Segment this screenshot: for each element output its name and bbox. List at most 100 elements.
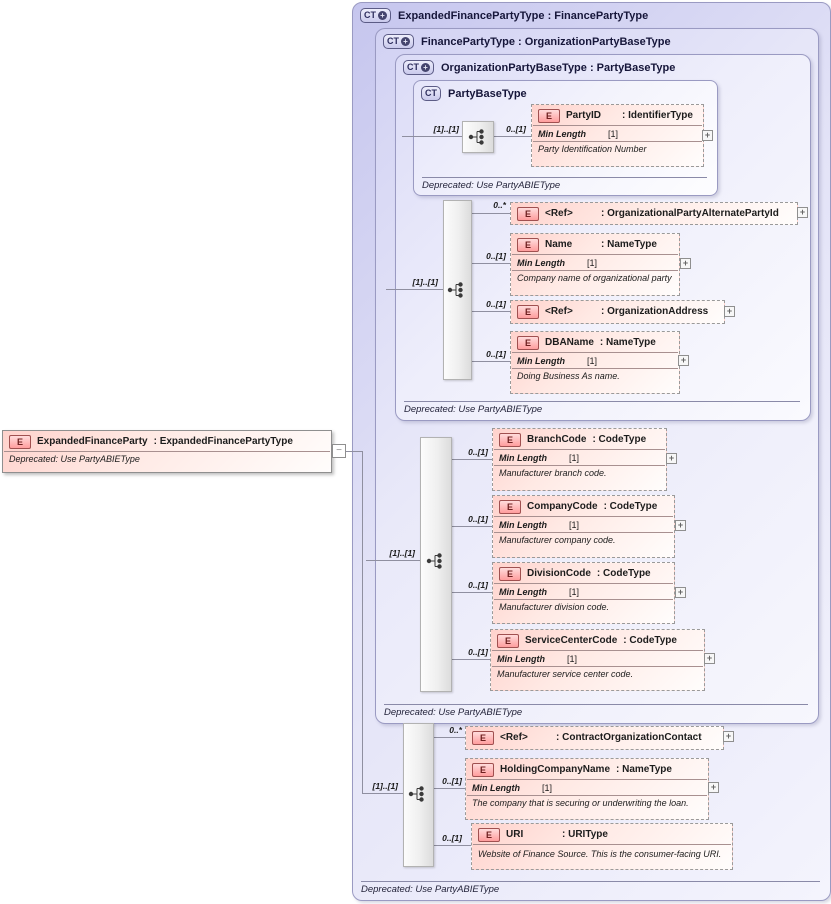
separator [494,583,673,584]
element-name: PartyID [566,110,602,121]
deprecated-note-text: Deprecated: Use PartyABIEType [384,707,523,718]
element-icon: E [517,335,539,350]
facet-value: [1] [587,257,598,268]
cardinality-label: 0..[1] [486,349,506,359]
element-type: : OrganizationalPartyAlternatePartyId [601,208,779,219]
connector-line [432,788,465,789]
expand-button[interactable]: + [797,207,808,218]
element-box-servicecentercode[interactable]: E ServiceCenterCode : CodeType Min Lengt… [490,629,705,691]
element-box-holdingcompanyname[interactable]: E HoldingCompanyName : NameType Min Leng… [465,758,709,820]
sequence-icon [468,129,484,145]
facet-row: Min Length [1] [491,651,704,666]
expand-button[interactable]: + [678,355,689,366]
expand-button[interactable]: + [704,653,715,664]
element-header: E BranchCode : CodeType [493,429,666,449]
complextype-title: PartyBaseType [448,87,527,100]
element-box-partyid[interactable]: E PartyID : IdentifierType Min Length [1… [531,104,704,167]
connector-line [330,451,362,452]
element-doc: Doing Business As name. [517,371,620,381]
cardinality-label: [1]..[1] [372,781,399,791]
element-header: E DBAName : NameType [511,332,679,352]
facet-name: Min Length [499,586,547,597]
element-header: E CompanyCode : CodeType [493,496,674,516]
element-box-name[interactable]: E Name : NameType Min Length [1] Company… [510,233,680,296]
expand-button[interactable]: + [723,731,734,742]
sequence-icon [408,786,424,802]
element-box-companycode[interactable]: E CompanyCode : CodeType Min Length [1] … [492,495,675,558]
expand-button[interactable]: + [680,258,691,269]
expand-button[interactable]: + [724,306,735,317]
cardinality-label: 0..[1] [468,447,488,457]
element-type: : NameType [616,764,672,775]
connector-line [470,311,510,312]
ct-plus-icon: + [421,63,430,72]
element-name: DBAName [545,337,594,348]
cardinality-label: 0..[1] [486,299,506,309]
cardinality-label: 0..* [493,200,506,210]
separator [512,254,678,255]
element-box-expandedfinanceparty[interactable]: E ExpandedFinanceParty : ExpandedFinance… [2,430,332,473]
facet-row: Min Length [1] [493,584,674,599]
element-box-ref-organizationaddress[interactable]: E <Ref> : OrganizationAddress [510,300,725,324]
element-name: ServiceCenterCode [525,635,618,646]
expand-button[interactable]: + [666,453,677,464]
ct-icon-label: CT [425,88,437,98]
cardinality-label: 0..* [449,725,462,735]
element-type: : URIType [562,829,608,840]
element-name: HoldingCompanyName [500,764,611,775]
connector-line [450,526,492,527]
element-doc: Manufacturer service center code. [497,669,634,679]
connector-line [402,136,462,137]
element-box-ref-contractorganizationcontact[interactable]: E <Ref> : ContractOrganizationContact [465,726,724,750]
deprecated-note: Deprecated: Use PartyABIEType [9,454,140,464]
element-header: E DivisionCode : CodeType [493,563,674,583]
separator [512,352,678,353]
element-header: E <Ref> : ContractOrganizationContact [466,727,723,747]
cardinality-label: 0..[1] [486,251,506,261]
element-header: E <Ref> : OrganizationalPartyAlternatePa… [511,203,797,223]
expand-button[interactable]: + [708,782,719,793]
cardinality-label: 0..[1] [468,514,488,524]
deprecated-note-text: Deprecated: Use PartyABIEType [404,404,543,415]
facet-value: [1] [569,452,580,463]
element-header: E Name : NameType [511,234,679,254]
separator [4,451,330,452]
ct-icon-label: CT [387,36,399,46]
element-type: : NameType [601,239,657,250]
element-doc: Website of Finance Source. This is the c… [478,849,722,859]
facet-name: Min Length [517,257,565,268]
facet-value: [1] [567,653,578,664]
element-icon: E [9,434,31,449]
element-box-branchcode[interactable]: E BranchCode : CodeType Min Length [1] M… [492,428,667,491]
element-box-dbaname[interactable]: E DBAName : NameType Min Length [1] Doin… [510,331,680,394]
deprecated-note: Deprecated: Use PartyABIEType [422,177,707,191]
cardinality-label: 0..[1] [468,580,488,590]
sequence-indicator [443,200,472,380]
element-doc: The company that is securing or underwri… [472,798,689,808]
collapse-toggle-button[interactable]: − [332,444,346,458]
expand-button[interactable]: + [675,587,686,598]
complextype-icon: CT+ [383,34,414,49]
deprecated-note-text: Deprecated: Use PartyABIEType [422,180,561,191]
facet-name: Min Length [517,355,565,366]
facet-value: [1] [542,782,553,793]
deprecated-note-text: Deprecated: Use PartyABIEType [361,884,500,895]
sequence-icon [426,553,442,569]
complextype-header: CT PartyBaseType [421,86,527,101]
facet-value: [1] [569,519,580,530]
element-box-ref-organizationalpartyalternatepartyid[interactable]: E <Ref> : OrganizationalPartyAlternatePa… [510,202,798,225]
element-name: BranchCode [527,434,587,445]
facet-name: Min Length [499,519,547,530]
element-box-divisioncode[interactable]: E DivisionCode : CodeType Min Length [1]… [492,562,675,624]
separator [494,516,673,517]
facet-name: Min Length [538,128,586,139]
element-type: : CodeType [623,635,677,646]
element-box-uri[interactable]: E URI : URIType Website of Finance Sourc… [471,823,733,870]
expand-button[interactable]: + [702,130,713,141]
element-name: Name [545,239,573,250]
complextype-title: FinancePartyType : OrganizationPartyBase… [421,35,671,48]
expand-button[interactable]: + [675,520,686,531]
element-header: E PartyID : IdentifierType [532,105,703,125]
connector-line [450,592,492,593]
